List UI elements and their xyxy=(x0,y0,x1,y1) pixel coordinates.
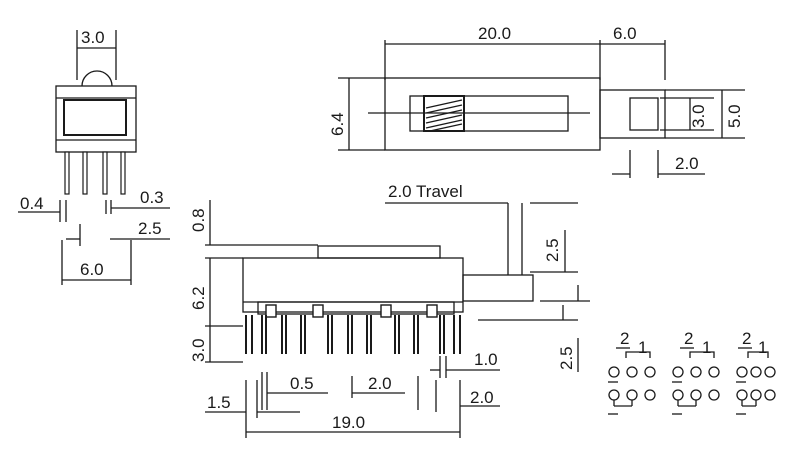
dim-side-end-offset: 1.5 xyxy=(207,393,231,412)
schematic-label-2: 2 xyxy=(620,329,629,348)
dim-top-actuator-outer: 5.0 xyxy=(725,104,744,128)
dim-side-pin-width: 0.5 xyxy=(290,374,314,393)
schematic-group-3: 2 1 xyxy=(736,329,776,415)
dim-side-knob-height: 2.5 xyxy=(543,238,562,262)
dim-top-actuator-offset: 2.0 xyxy=(675,154,699,173)
dim-side-knob-offset: 2.5 xyxy=(557,346,576,370)
schematic-group-2: 2 1 xyxy=(672,329,720,415)
dim-top-actuator-inner: 3.0 xyxy=(689,104,708,128)
top-view: 20.0 6.0 6.4 3.0 xyxy=(328,24,745,178)
schematic-label-2: 2 xyxy=(742,329,751,348)
dim-side-body-height: 6.2 xyxy=(189,286,208,310)
side-pins xyxy=(245,315,461,354)
dim-side-total-length: 19.0 xyxy=(332,413,365,432)
schematic-label-1: 1 xyxy=(702,338,711,357)
dim-side-pin-length: 3.0 xyxy=(189,338,208,362)
dim-front-pin-row-spacing: 2.5 xyxy=(138,219,162,238)
contact-schematic: 2 1 2 1 xyxy=(608,329,776,415)
dim-top-body-length: 20.0 xyxy=(478,24,511,43)
knurl-hatch xyxy=(425,99,463,132)
schematic-label-1: 1 xyxy=(638,338,647,357)
schematic-label-1: 1 xyxy=(758,338,767,357)
label-travel: 2.0 Travel xyxy=(388,182,463,201)
dim-side-pin-thickness: 1.0 xyxy=(474,350,498,369)
dim-top-actuator-length: 6.0 xyxy=(613,24,637,43)
dim-side-end-pitch: 2.0 xyxy=(470,388,494,407)
dim-front-pin-width: 0.4 xyxy=(20,194,44,213)
dim-front-top-width: 3.0 xyxy=(81,28,105,47)
side-view: 2.0 Travel xyxy=(189,182,590,438)
schematic-group-1: 2 1 xyxy=(608,329,656,415)
dim-top-body-height: 6.4 xyxy=(328,112,347,136)
schematic-label-2: 2 xyxy=(684,329,693,348)
dim-side-top-height: 0.8 xyxy=(189,208,208,232)
front-view: 3.0 0.4 0.3 2.5 6.0 xyxy=(18,28,170,285)
dim-side-pin-pitch: 2.0 xyxy=(368,374,392,393)
dim-front-pin-thickness: 0.3 xyxy=(140,188,164,207)
dim-front-base-width: 6.0 xyxy=(80,260,104,279)
